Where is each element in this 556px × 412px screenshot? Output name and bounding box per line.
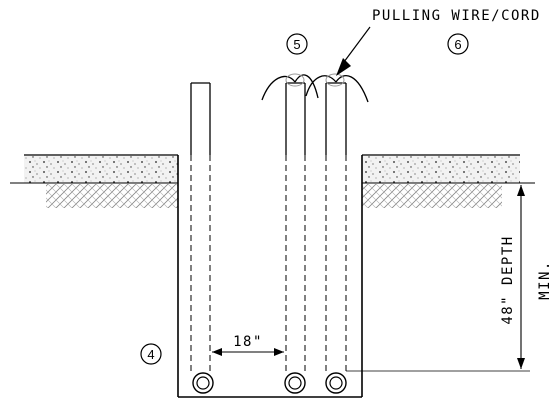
- depth-dimension: [346, 182, 530, 372]
- callout-5-label: 5: [293, 37, 300, 52]
- callout-5: 5: [286, 33, 308, 55]
- spacing-label: 18": [233, 334, 263, 350]
- pulling-wire-label: PULLING WIRE/CORD: [372, 8, 541, 24]
- gravel-layer: [24, 156, 520, 183]
- native-soil-hatch: [46, 184, 502, 208]
- callout-4: 4: [140, 343, 162, 365]
- pulling-wire-cords: [261, 73, 369, 103]
- callout-6: 6: [447, 33, 469, 55]
- conduit-right: [325, 82, 347, 394]
- callout-4-label: 4: [147, 347, 154, 362]
- depth-label-line2: MIN.: [537, 260, 553, 300]
- trench-outline: [177, 155, 363, 398]
- spacing-dimension: [212, 348, 284, 356]
- conduit-left: [190, 82, 214, 394]
- conduit-middle: [284, 82, 306, 394]
- pulling-wire-leader: [336, 26, 371, 76]
- depth-label-line1: 48" DEPTH: [500, 235, 516, 324]
- callout-6-label: 6: [454, 37, 461, 52]
